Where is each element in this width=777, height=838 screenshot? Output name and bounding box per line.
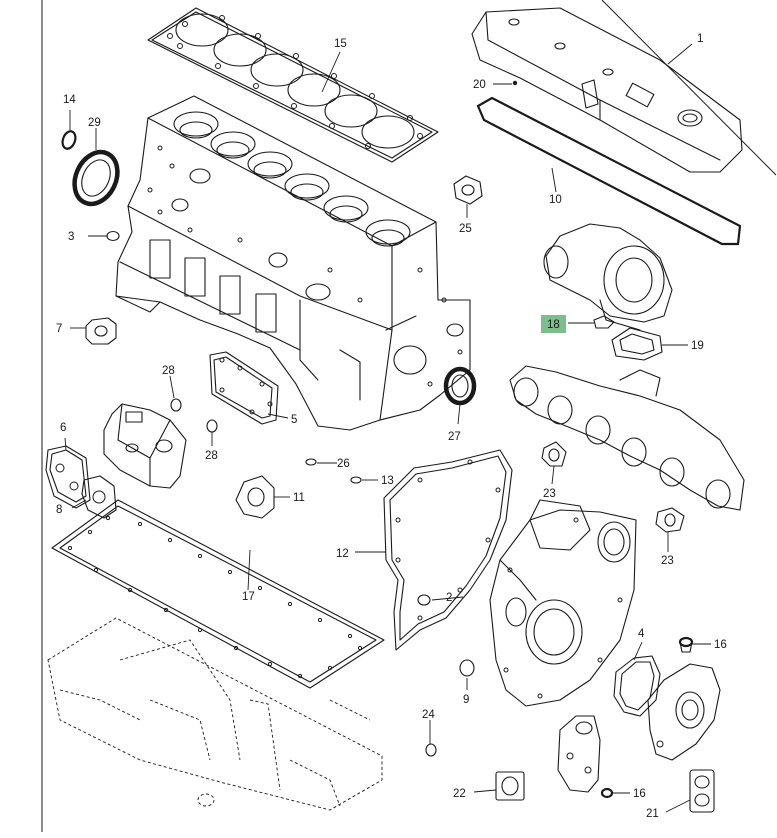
part-15-head-gasket <box>147 7 439 163</box>
part-16b-plug <box>600 787 614 799</box>
part-3-o-ring <box>106 230 120 242</box>
thermostat-housing <box>557 715 601 793</box>
part-1-valve-cover <box>471 7 743 173</box>
part-20-fastener <box>512 80 518 86</box>
part-7-gasket <box>85 317 117 345</box>
leader-lines <box>64 43 711 813</box>
callout-10: 10 <box>549 194 562 206</box>
callout-25: 25 <box>459 223 472 235</box>
part-16a-plug <box>678 636 694 653</box>
part-24-o-ring <box>425 743 437 757</box>
callout-12: 12 <box>336 548 349 560</box>
callout-6: 6 <box>60 422 66 434</box>
part-28b-o-ring <box>206 419 218 433</box>
exhaust-manifold <box>509 365 745 511</box>
callout-15: 15 <box>334 38 347 50</box>
part-13-o-ring <box>350 476 362 484</box>
part-23a-gasket <box>541 441 567 467</box>
part-21-gasket <box>689 769 715 813</box>
part-11-gasket <box>235 475 275 519</box>
part-4-water-pump-gasket <box>613 655 661 717</box>
part-10-valve-cover-gasket <box>476 96 742 246</box>
part-14-o-ring <box>61 130 77 150</box>
part-26-o-ring <box>305 458 317 466</box>
oil-cooler-assembly <box>103 403 187 489</box>
callout-16b: 16 <box>633 788 646 800</box>
callout-24: 24 <box>422 709 435 721</box>
callout-8: 8 <box>56 504 62 516</box>
part-5-gasket <box>209 351 279 425</box>
callout-28b: 28 <box>205 450 218 462</box>
callout-20: 20 <box>473 79 486 91</box>
callout-labels: 1 2 3 4 5 6 7 8 9 10 11 12 13 14 15 16 1… <box>56 33 727 820</box>
callout-9: 9 <box>463 694 469 706</box>
callout-16a: 16 <box>714 639 727 651</box>
part-2-o-ring <box>417 594 431 606</box>
part-6-gasket <box>45 445 91 509</box>
callout-23a: 23 <box>543 488 556 500</box>
part-25-gasket <box>453 175 483 205</box>
part-19-turbo-gasket <box>611 327 663 361</box>
turbocharger <box>543 223 673 331</box>
callout-1: 1 <box>697 33 703 45</box>
part-22-gasket <box>495 771 525 801</box>
part-12-front-cover-gasket <box>383 449 513 651</box>
callout-27: 27 <box>448 431 461 443</box>
callout-3: 3 <box>68 231 74 243</box>
oil-pan <box>47 617 383 811</box>
callout-5: 5 <box>291 414 297 426</box>
callout-11: 11 <box>293 492 305 504</box>
callout-18: 18 <box>547 319 560 331</box>
callout-29: 29 <box>88 117 101 129</box>
callout-17: 17 <box>242 591 255 603</box>
callout-14: 14 <box>63 94 76 106</box>
callout-28a: 28 <box>162 365 175 377</box>
callout-18-highlight <box>541 315 566 333</box>
callout-7: 7 <box>56 323 62 335</box>
callout-19: 19 <box>691 340 704 352</box>
callout-4: 4 <box>638 628 645 640</box>
part-18-gasket <box>593 315 615 329</box>
water-pump <box>647 663 721 761</box>
callout-26: 26 <box>337 458 350 470</box>
callout-23b: 23 <box>661 555 674 567</box>
part-23b-gasket <box>655 507 685 533</box>
callout-13: 13 <box>381 475 394 487</box>
part-28a-o-ring <box>170 398 182 412</box>
callout-2: 2 <box>446 592 452 604</box>
callout-22: 22 <box>453 788 466 800</box>
part-8-gasket <box>81 475 117 519</box>
part-9-o-ring <box>459 659 475 677</box>
part-17-oil-pan-gasket <box>51 499 385 689</box>
diagram-frame <box>41 0 777 832</box>
front-timing-cover <box>489 499 637 707</box>
part-27-front-seal <box>443 366 477 406</box>
engine-block <box>115 95 471 431</box>
callout-21: 21 <box>646 808 659 820</box>
part-29-rear-seal <box>72 149 120 207</box>
